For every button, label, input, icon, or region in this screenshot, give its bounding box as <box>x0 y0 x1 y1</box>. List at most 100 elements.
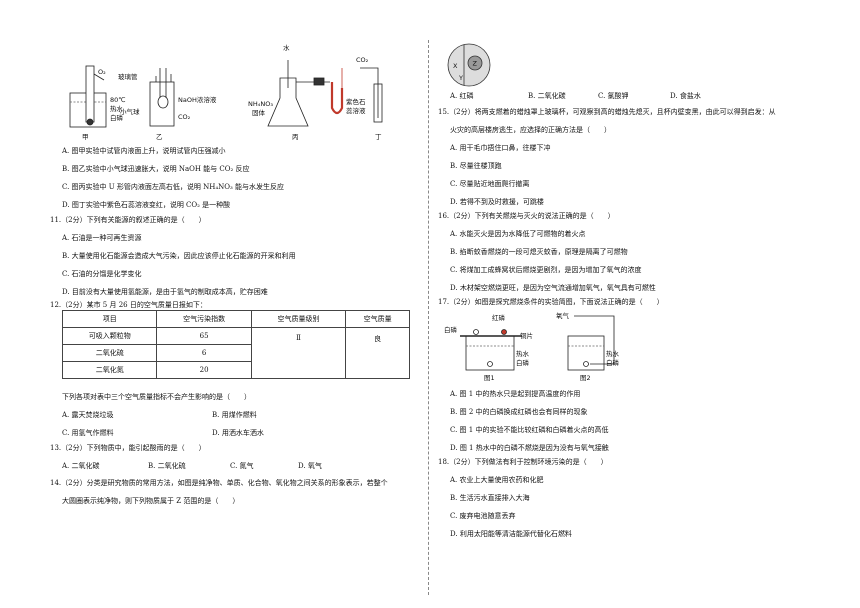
table-header-cell: 空气质量级别 <box>250 310 347 328</box>
fig10-hotwater-label: 热水 <box>110 104 124 113</box>
q16-option-c[interactable]: C. 将煤加工成蜂窝状后燃烧更剧烈，是因为增加了氧气的浓度 <box>450 266 642 274</box>
q11-option-b[interactable]: B. 大量使用化石能源会造成大气污染，因此应该停止化石能源的开采和利用 <box>62 252 296 260</box>
q11-option-d[interactable]: D. 目前没有大量使用氢能源，是由于氢气的制取成本高，贮存困难 <box>62 288 268 296</box>
q14-option-d[interactable]: D. 食盐水 <box>670 92 701 100</box>
q17-whitep-label: 白磷 <box>444 325 458 334</box>
table-cell: 二氧化硫 <box>61 344 158 362</box>
q17-oxygen-label: 氧气 <box>556 311 570 320</box>
q13-option-c[interactable]: C. 氮气 <box>230 462 254 470</box>
q17-option-a[interactable]: A. 图 1 中的热水只是起到提高温度的作用 <box>450 390 581 398</box>
venn-y-label: Y <box>458 74 463 82</box>
q16-option-d[interactable]: D. 木材架空燃烧更旺，是因为空气流通增加氧气，氧气具有可燃性 <box>450 284 656 292</box>
q18-option-b[interactable]: B. 生活污水直接排入大海 <box>450 494 530 502</box>
q18-option-d[interactable]: D. 利用太阳能等清洁能源代替化石燃料 <box>450 530 572 538</box>
table-cell-quality: 良 <box>345 327 410 379</box>
q11-stem: 11.（2分）下列有关能源的叙述正确的是（ ） <box>50 216 206 224</box>
q10-option-a[interactable]: A. 图甲实验中试管内液面上升，说明试管内压强减小 <box>62 147 226 155</box>
fig10-yi-label: 乙 <box>156 133 163 141</box>
q10-option-c[interactable]: C. 图丙实验中 U 形管内液面左高右低，说明 NH₄NO₃ 能与水发生反应 <box>62 183 285 191</box>
fig10-co2-label: CO₂ <box>178 113 191 121</box>
table-cell: 可吸入颗粒物 <box>61 327 158 345</box>
q12-question: 下列各项对表中三个空气质量指标不会产生影响的是（ ） <box>62 393 251 401</box>
fig10-ding-label: 丁 <box>375 133 382 141</box>
figure-1 <box>460 329 522 371</box>
q17-fig1-label: 图1 <box>484 374 495 382</box>
q12-option-c[interactable]: C. 用氢气作燃料 <box>62 429 114 437</box>
q16-option-a[interactable]: A. 水能灭火是因为水降低了可燃物的着火点 <box>450 230 586 238</box>
q14-option-a[interactable]: A. 红磷 <box>450 92 474 100</box>
table-cell: 二氧化氮 <box>61 361 158 379</box>
fig10-nh4no3-label-b: 固体 <box>252 108 266 117</box>
q15-option-d[interactable]: D. 若得不到及时救援，可跳楼 <box>450 198 544 206</box>
table-cell: 65 <box>156 327 252 345</box>
q13-option-d[interactable]: D. 氧气 <box>298 462 322 470</box>
fig10-jia-label: 甲 <box>82 133 89 141</box>
q12-stem: 12.（2分）某市 5 月 26 日的空气质量日报如下： <box>50 301 207 309</box>
q14-option-b[interactable]: B. 二氧化碳 <box>528 92 566 100</box>
table-cell: 6 <box>156 344 252 362</box>
figure-2 <box>567 315 615 371</box>
q17-fig2-label: 图2 <box>580 374 591 382</box>
q10-apparatus-figure: O₂ 80℃ 热水 白磷 甲 玻璃管 NaOH浓溶液 小气球 CO₂ 乙 水 N <box>69 43 383 141</box>
fig10-nh4no3-label-a: NH₄NO₃ <box>248 100 273 108</box>
q15-option-c[interactable]: C. 尽量贴近地面爬行撤离 <box>450 180 530 188</box>
table-cell: 20 <box>156 361 252 379</box>
q12-option-d[interactable]: D. 用洒水车洒水 <box>212 429 264 437</box>
fig10-whitep-label: 白磷 <box>110 113 124 122</box>
fig10-co2top-label: CO₂ <box>356 56 369 64</box>
table-cell-level: Ⅱ <box>250 327 347 379</box>
q18-option-c[interactable]: C. 废弃电池随意丢弃 <box>450 512 516 520</box>
q17-option-c[interactable]: C. 图 1 中的实验不能比较红磷和白磷着火点的高低 <box>450 426 609 434</box>
q17-stem: 17.（2分）如图是探究燃烧条件的实验简图，下面说法正确的是（ ） <box>438 298 664 306</box>
q14-stem-line1: 14.（2分）分类是研究物质的常用方法，如图是纯净物、单质、化合物、氧化物之间关… <box>50 479 388 487</box>
q17-option-d[interactable]: D. 图 1 热水中的白磷不燃烧是因为没有与氧气接触 <box>450 444 609 452</box>
table-header-cell: 空气污染指数 <box>156 310 252 328</box>
venn-z-label: Z <box>473 60 478 68</box>
q12-option-a[interactable]: A. 露天焚烧垃圾 <box>62 411 114 419</box>
air-quality-table: 项目 空气污染指数 空气质量级别 空气质量 可吸入颗粒物 65 Ⅱ 良 二氧化硫… <box>61 310 410 379</box>
q16-stem: 16.（2分）下列有关燃烧与灭火的说法正确的是（ ） <box>438 212 615 220</box>
q11-option-a[interactable]: A. 石油是一种可再生资源 <box>62 234 142 242</box>
q17-whitep3-label: 白磷 <box>606 358 620 367</box>
q14-venn-diagram: X Y Z <box>447 43 491 87</box>
table-row: 可吸入颗粒物 65 Ⅱ 良 <box>61 327 410 379</box>
q13-option-b[interactable]: B. 二氧化硫 <box>148 462 186 470</box>
fig10-litmus-label-a: 紫色石 <box>346 97 366 106</box>
q17-option-b[interactable]: B. 图 2 中的白磷换成红磷也会有同样的现象 <box>450 408 588 416</box>
figure-ding <box>360 67 383 123</box>
fig10-balloon-label: 小气球 <box>120 107 140 116</box>
q11-option-c[interactable]: C. 石油的分馏是化学变化 <box>62 270 142 278</box>
q13-option-a[interactable]: A. 二氧化碳 <box>62 462 100 470</box>
table-header-cell: 项目 <box>61 310 158 328</box>
fig10-glass-label: 玻璃管 <box>118 72 138 81</box>
fig10-o2-label: O₂ <box>98 68 106 76</box>
q10-option-d[interactable]: D. 图丁实验中紫色石蕊溶液变红，说明 CO₂ 是一种酸 <box>62 201 231 209</box>
q15-option-b[interactable]: B. 尽量往楼顶跑 <box>450 162 502 170</box>
q12-option-b[interactable]: B. 用煤作燃料 <box>212 411 257 419</box>
figure-yi <box>149 68 175 127</box>
q17-whitep2-label: 白磷 <box>516 358 530 367</box>
q13-stem: 13.（2分）下列物质中，能引起酸雨的是（ ） <box>50 444 206 452</box>
table-row: 二氧化氮 20 <box>61 361 410 379</box>
figure-bing <box>267 60 344 127</box>
q17-hotwater2-label: 热水 <box>606 349 620 358</box>
figure-jia <box>69 65 107 128</box>
q15-option-a[interactable]: A. 用干毛巾捂住口鼻，往楼下冲 <box>450 144 551 152</box>
q18-stem: 18.（2分）下列做法有利于控制环境污染的是（ ） <box>438 458 608 466</box>
fig10-litmus-label-b: 蕊溶液 <box>346 106 366 115</box>
table-row: 二氧化硫 6 <box>61 344 410 362</box>
q17-redp-label: 红磷 <box>492 313 506 322</box>
column-divider <box>428 40 429 595</box>
table-header-cell: 空气质量 <box>345 310 410 328</box>
q18-option-a[interactable]: A. 农业上大量使用农药和化肥 <box>450 476 544 484</box>
q14-stem-line2: 大圆圈表示纯净物，则下列物质属于 Z 范围的是（ ） <box>62 497 240 505</box>
fig10-hot80-label: 80℃ <box>110 96 126 104</box>
fig10-water-label: 水 <box>283 43 290 52</box>
q10-option-b[interactable]: B. 图乙实验中小气球迅速胀大，说明 NaOH 能与 CO₂ 反应 <box>62 165 250 173</box>
q17-copper-label: 铜片 <box>520 331 533 340</box>
table-header-row: 项目 空气污染指数 空气质量级别 空气质量 <box>61 310 410 328</box>
q16-option-b[interactable]: B. 掐断蚊香燃烧的一段可熄灭蚊香，原理是隔离了可燃物 <box>450 248 628 256</box>
q14-option-c[interactable]: C. 氯酸钾 <box>598 92 629 100</box>
fig10-bing-label: 丙 <box>292 133 299 141</box>
venn-x-label: X <box>453 62 458 70</box>
